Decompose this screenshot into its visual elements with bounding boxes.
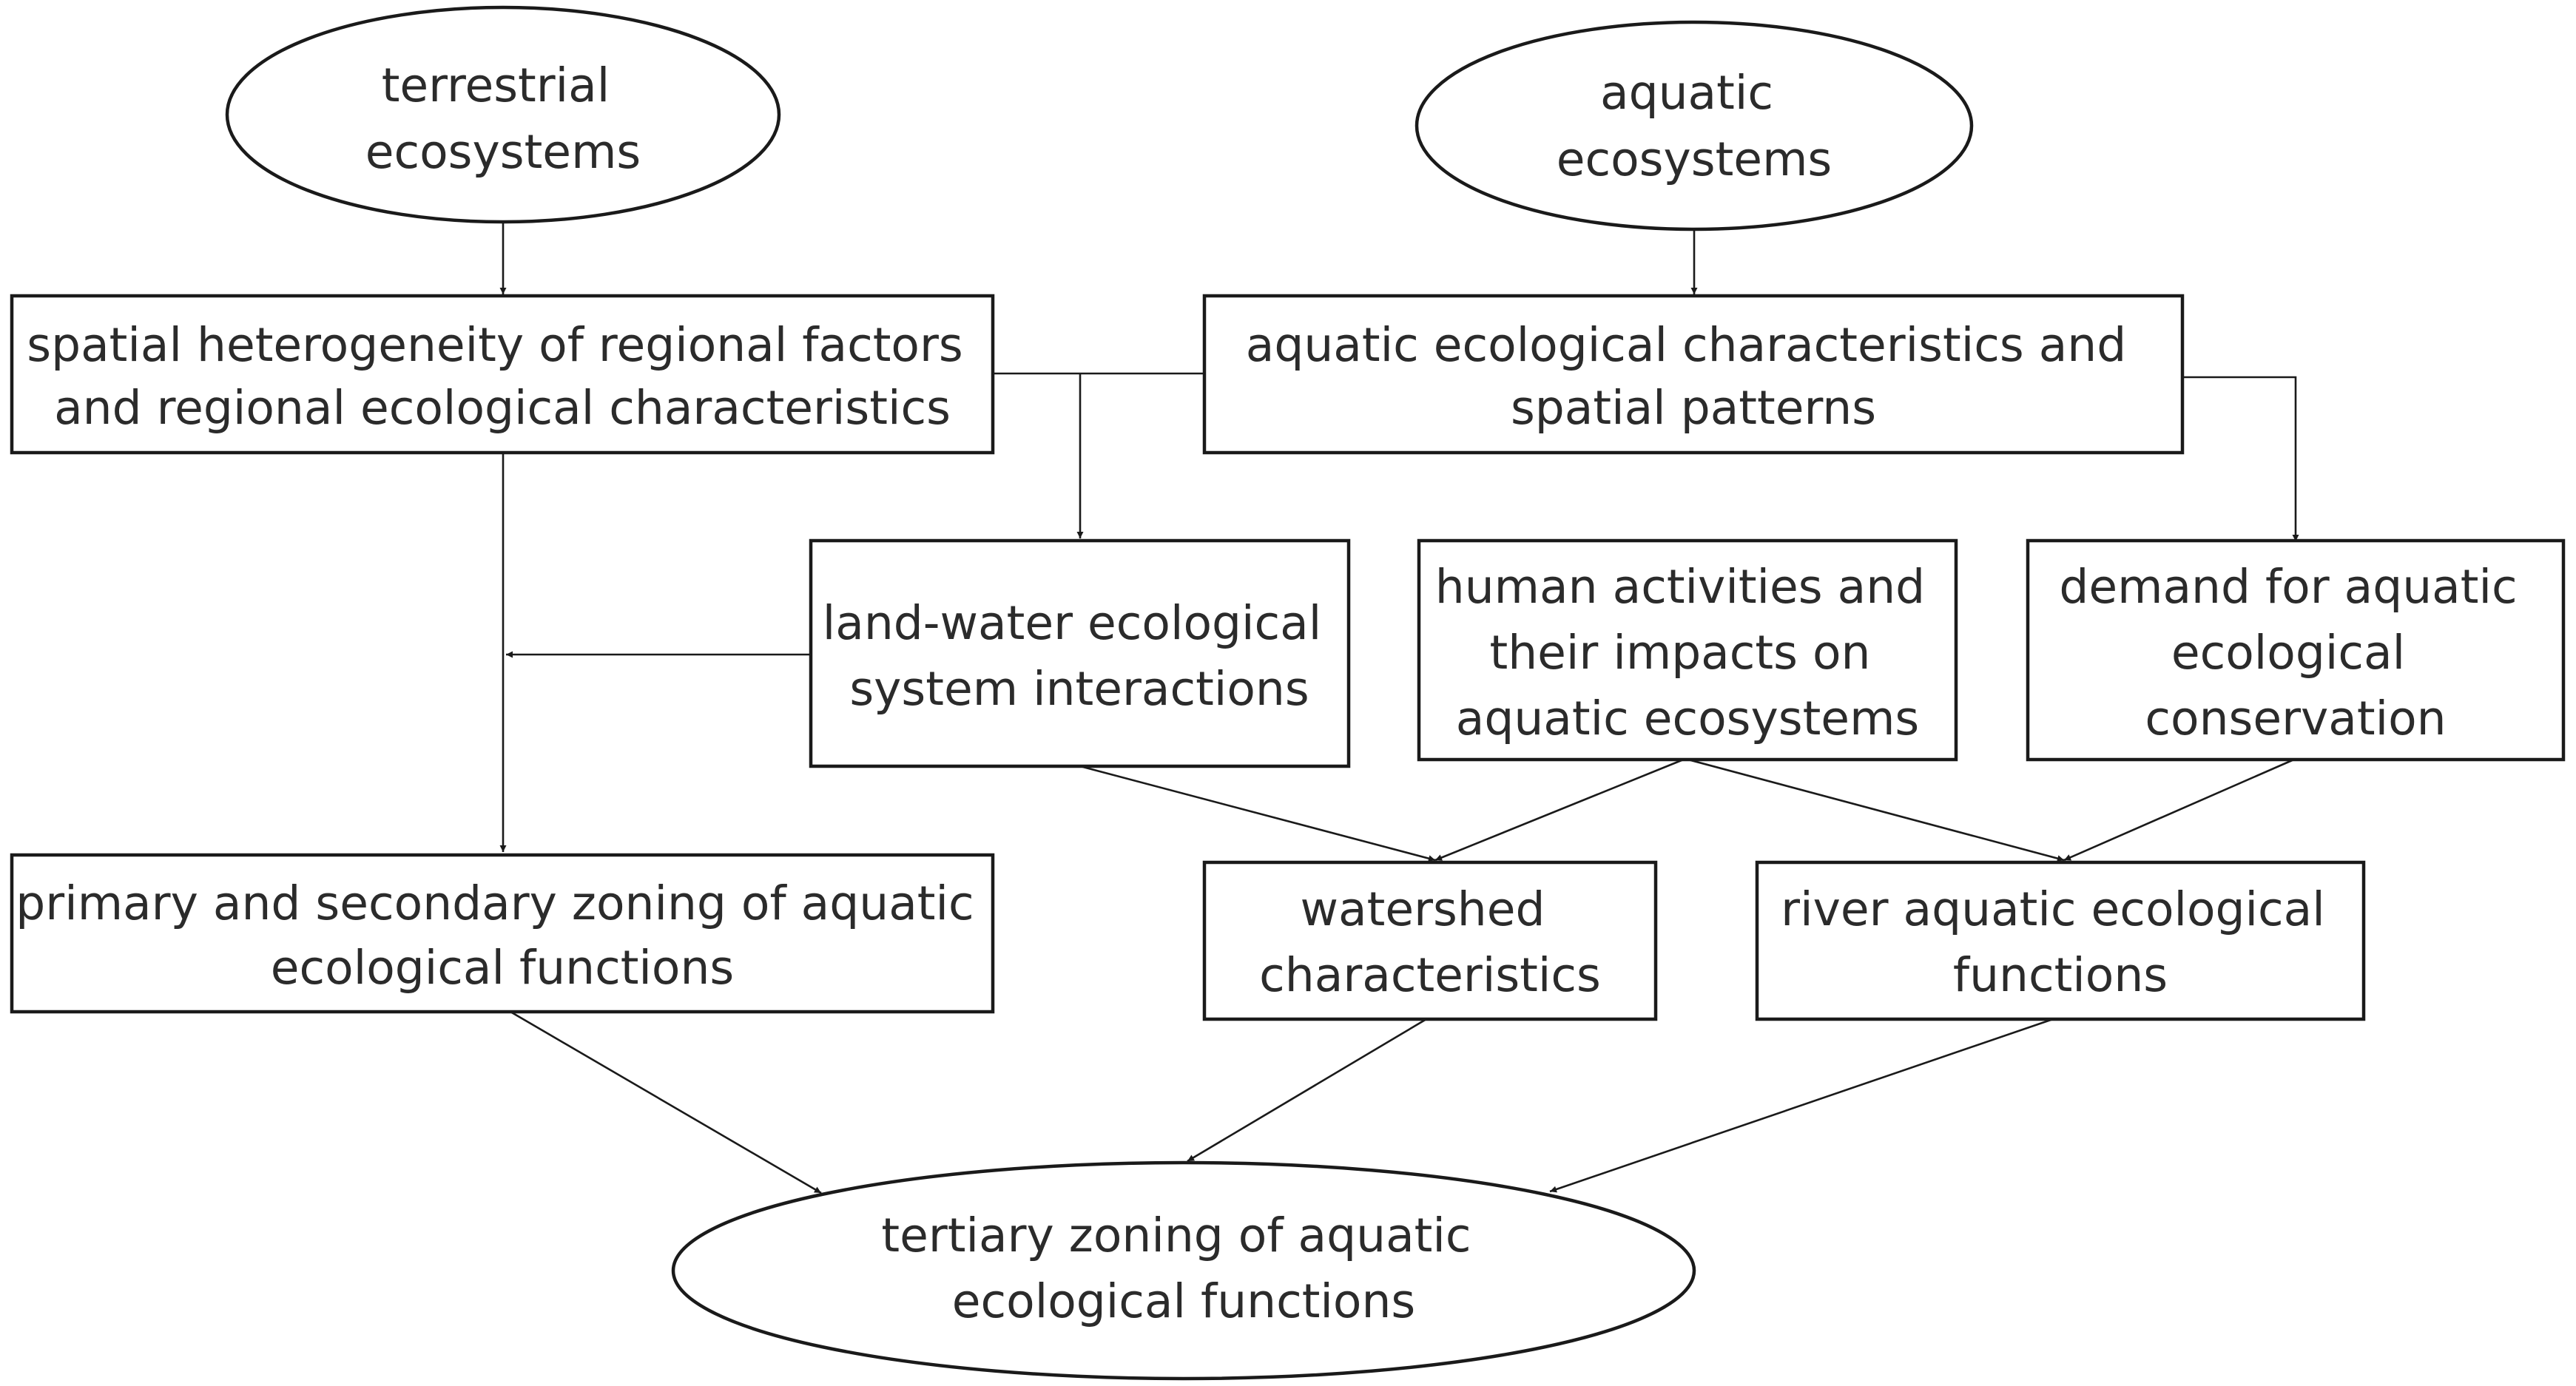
node-label-line: ecosystems (1557, 132, 1832, 186)
arrow-river-to-tertiary (1549, 1018, 2054, 1193)
node-label-line: system interactions (849, 662, 1309, 716)
node-primary-secondary-zoning: primary and secondary zoning of aquatic … (10, 853, 995, 1014)
node-river-aquatic-functions: river aquatic ecological functions (1755, 860, 2366, 1021)
node-label-line: functions (1953, 948, 2168, 1002)
node-label-line: their impacts on (1490, 626, 1871, 680)
arrow-human-to-river (1685, 757, 2065, 862)
arrow-human-to-watershed (1434, 757, 1686, 862)
svg-text:land-water ecological sy: land-water ecological system interaction… (823, 596, 1337, 716)
svg-text:tertiary zoning of aquatic: tertiary zoning of aquatic ecological fu… (881, 1208, 1486, 1328)
node-label-line: spatial patterns (1511, 381, 1876, 435)
node-human-activities: human activities and their impacts on aq… (1417, 538, 1958, 762)
node-label-line: primary and secondary zoning of aquatic (16, 876, 974, 930)
node-label-line: watershed (1300, 882, 1545, 936)
node-label-line: human activities and (1435, 560, 1925, 614)
node-label-line: and regional ecological characteristics (54, 381, 951, 435)
svg-text:aquatic ecosystems: aquatic ecosystems (1557, 66, 1832, 186)
connectors (499, 222, 2299, 1194)
node-label-line: aquatic ecosystems (1456, 692, 1920, 746)
node-label-line: demand for aquatic (2059, 560, 2517, 614)
node-label-line: river aquatic ecological (1781, 882, 2325, 936)
arrow-aquatic-char-to-demand (2182, 376, 2299, 541)
node-label-line: terrestrial (382, 58, 610, 112)
node-spatial-heterogeneity: spatial heterogeneity of regional factor… (10, 294, 995, 455)
svg-text:river aquatic ecological: river aquatic ecological functions (1781, 882, 2340, 1002)
svg-text:human activities and the: human activities and their impacts on aq… (1435, 560, 1940, 746)
node-watershed-characteristics: watershed characteristics (1202, 860, 1658, 1021)
node-label-line: characteristics (1259, 948, 1601, 1002)
node-tertiary-zoning: tertiary zoning of aquatic ecological fu… (671, 1160, 1696, 1381)
node-label-line: conservation (2145, 692, 2446, 746)
node-label-line: land-water ecological (823, 596, 1322, 650)
node-label-line: ecological functions (271, 941, 734, 995)
svg-text:watershed characteristic: watershed characteristics (1259, 882, 1601, 1002)
node-land-water-interactions: land-water ecological system interaction… (809, 538, 1351, 768)
svg-text:terrestrial ecosystems: terrestrial ecosystems (365, 58, 641, 179)
node-label-line: aquatic ecological characteristics and (1246, 318, 2126, 372)
node-demand-conservation: demand for aquatic ecological conservati… (2026, 538, 2566, 762)
node-label-line: ecological (2171, 626, 2405, 680)
svg-text:demand for aquatic ecolo: demand for aquatic ecological conservati… (2059, 560, 2532, 746)
node-label-line: ecosystems (365, 125, 641, 179)
node-label-line: aquatic (1600, 66, 1773, 120)
node-label-line: spatial heterogeneity of regional factor… (27, 318, 962, 372)
node-aquatic-ecosystems: aquatic ecosystems (1415, 20, 1974, 231)
node-label-line: tertiary zoning of aquatic (881, 1208, 1471, 1262)
node-label-line: ecological functions (952, 1274, 1415, 1328)
arrow-demand-to-river (2063, 757, 2296, 862)
arrow-primary-to-tertiary (510, 1010, 822, 1194)
svg-text:aquatic ecological characteris: aquatic ecological characteristics and s… (1246, 318, 2142, 435)
arrow-watershed-to-tertiary (1187, 1018, 1427, 1163)
arrow-land-water-to-watershed (1079, 765, 1436, 862)
svg-text:primary and secondary zoning o: primary and secondary zoning of aquatic … (16, 876, 988, 995)
svg-text:spatial heterogeneity of regio: spatial heterogeneity of regional factor… (27, 318, 977, 435)
node-aquatic-ecological-characteristics: aquatic ecological characteristics and s… (1202, 294, 2185, 455)
node-terrestrial-ecosystems: terrestrial ecosystems (225, 5, 781, 224)
